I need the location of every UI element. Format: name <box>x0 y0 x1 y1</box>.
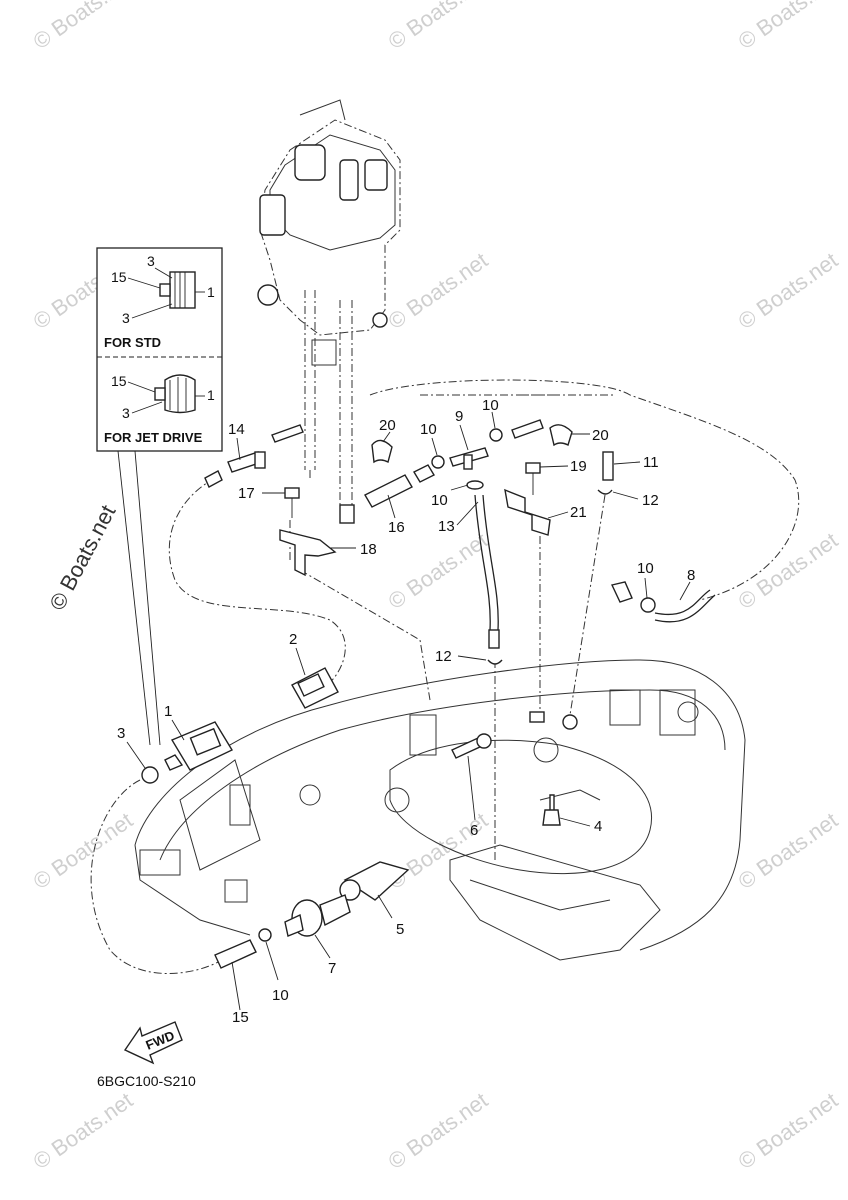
part-21-bracket <box>504 488 551 536</box>
callout-21: 21 <box>570 504 587 521</box>
part-10-clamp <box>466 480 484 490</box>
watermark-text: © Boats.net <box>384 807 493 894</box>
engine-block-outline <box>257 99 401 524</box>
part-19-bolt <box>525 462 541 495</box>
watermark-text: © Boats.net <box>734 1087 843 1174</box>
inset-jet-part <box>154 374 196 414</box>
part-10-clamp <box>258 928 272 942</box>
part-1-connector <box>164 721 234 771</box>
watermark-text: © Boats.net <box>734 247 843 334</box>
diagram-code: 6BGC100-S210 <box>97 1073 196 1089</box>
hose-segment <box>271 424 304 443</box>
inset-std-label-3-bottom: 3 <box>122 310 130 326</box>
callout-9: 9 <box>455 408 463 425</box>
part-17-bolt <box>284 487 300 518</box>
parts: FWD <box>123 419 716 1065</box>
watermark-side-text: © Boats.net <box>44 501 120 615</box>
callout-16: 16 <box>388 519 405 536</box>
watermark-text: © Boats.net <box>734 0 843 54</box>
part-13-hose <box>474 494 499 631</box>
inset-jet-label-1: 1 <box>207 387 215 403</box>
inset-std-label-3-top: 3 <box>147 253 155 269</box>
part-8-hose <box>610 581 716 623</box>
watermark-text: © Boats.net <box>29 807 138 894</box>
inset-std-title: FOR STD <box>104 335 161 350</box>
callout-10: 10 <box>482 397 499 414</box>
callout-20: 20 <box>379 417 396 434</box>
callout-1: 1 <box>164 703 172 720</box>
part-20-clip <box>549 424 573 447</box>
part-10-clamp <box>431 455 445 469</box>
callout-17: 17 <box>238 485 255 502</box>
callout-12: 12 <box>435 648 452 665</box>
fwd-arrow: FWD <box>123 1021 183 1065</box>
inset-std-label-1: 1 <box>207 284 215 300</box>
callout-15: 15 <box>232 1009 249 1026</box>
callout-14: 14 <box>228 421 245 438</box>
callout-6: 6 <box>470 822 478 839</box>
callout-3: 3 <box>117 725 125 742</box>
inset-jet-label-3: 3 <box>122 405 130 421</box>
leader-lines <box>126 411 691 1011</box>
watermark-text: © Boats.net <box>734 807 843 894</box>
watermark-text: © Boats.net <box>384 247 493 334</box>
callout-7: 7 <box>328 960 336 977</box>
part-6-screw <box>451 733 492 759</box>
watermark-text: © Boats.net <box>384 1087 493 1174</box>
inset-std-part <box>159 271 196 309</box>
part-12-clip <box>487 659 503 665</box>
callout-20: 20 <box>592 427 609 444</box>
callout-10: 10 <box>431 492 448 509</box>
callout-5: 5 <box>396 921 404 938</box>
callout-4: 4 <box>594 818 602 835</box>
part-12-clip <box>597 489 613 495</box>
part-15-hose <box>204 470 223 488</box>
part-20-clip <box>371 439 393 464</box>
watermark-text: © Boats.net <box>29 1087 138 1174</box>
part-14-fitting <box>227 451 266 473</box>
callout-12: 12 <box>642 492 659 509</box>
callout-13: 13 <box>438 518 455 535</box>
callout-11: 11 <box>643 454 659 471</box>
part-16-hose-b <box>413 464 435 483</box>
callout-10: 10 <box>272 987 289 1004</box>
part-3-clamp <box>141 766 159 784</box>
watermark-text: © Boats.net <box>29 0 138 54</box>
part-18-bracket <box>279 529 337 577</box>
callout-18: 18 <box>360 541 377 558</box>
watermarks: © Boats.net © Boats.net © Boats.net © Bo… <box>29 0 843 1174</box>
part-13-hose-end <box>488 629 500 649</box>
bottom-cowling <box>134 659 746 961</box>
part-9-tee-fitting <box>449 447 489 470</box>
inset-box: 3 15 1 3 FOR STD 15 1 3 FOR JET DRIVE <box>96 247 223 746</box>
watermark-text: © Boats.net <box>384 527 493 614</box>
watermark-text: © Boats.net <box>384 0 493 54</box>
inset-std-label-15: 15 <box>111 269 127 285</box>
part-4-fitting <box>542 794 561 826</box>
callout-labels: 1 2 3 4 5 6 7 8 9 10 10 10 10 10 11 12 1… <box>117 397 695 1026</box>
part-7-nut <box>284 894 351 937</box>
hose-segment <box>511 419 544 439</box>
callout-2: 2 <box>289 631 297 648</box>
callout-10: 10 <box>637 560 654 577</box>
part-11-hose <box>602 451 614 481</box>
hose-routing <box>90 379 800 974</box>
callout-10: 10 <box>420 421 437 438</box>
part-16-hose <box>364 474 413 508</box>
callout-19: 19 <box>570 458 587 475</box>
part-10-clamp <box>489 428 503 442</box>
part-15-hose <box>214 939 257 969</box>
part-2-grommet <box>291 667 339 709</box>
callout-8: 8 <box>687 567 695 584</box>
inset-jet-title: FOR JET DRIVE <box>104 430 203 445</box>
inset-jet-label-15: 15 <box>111 373 127 389</box>
